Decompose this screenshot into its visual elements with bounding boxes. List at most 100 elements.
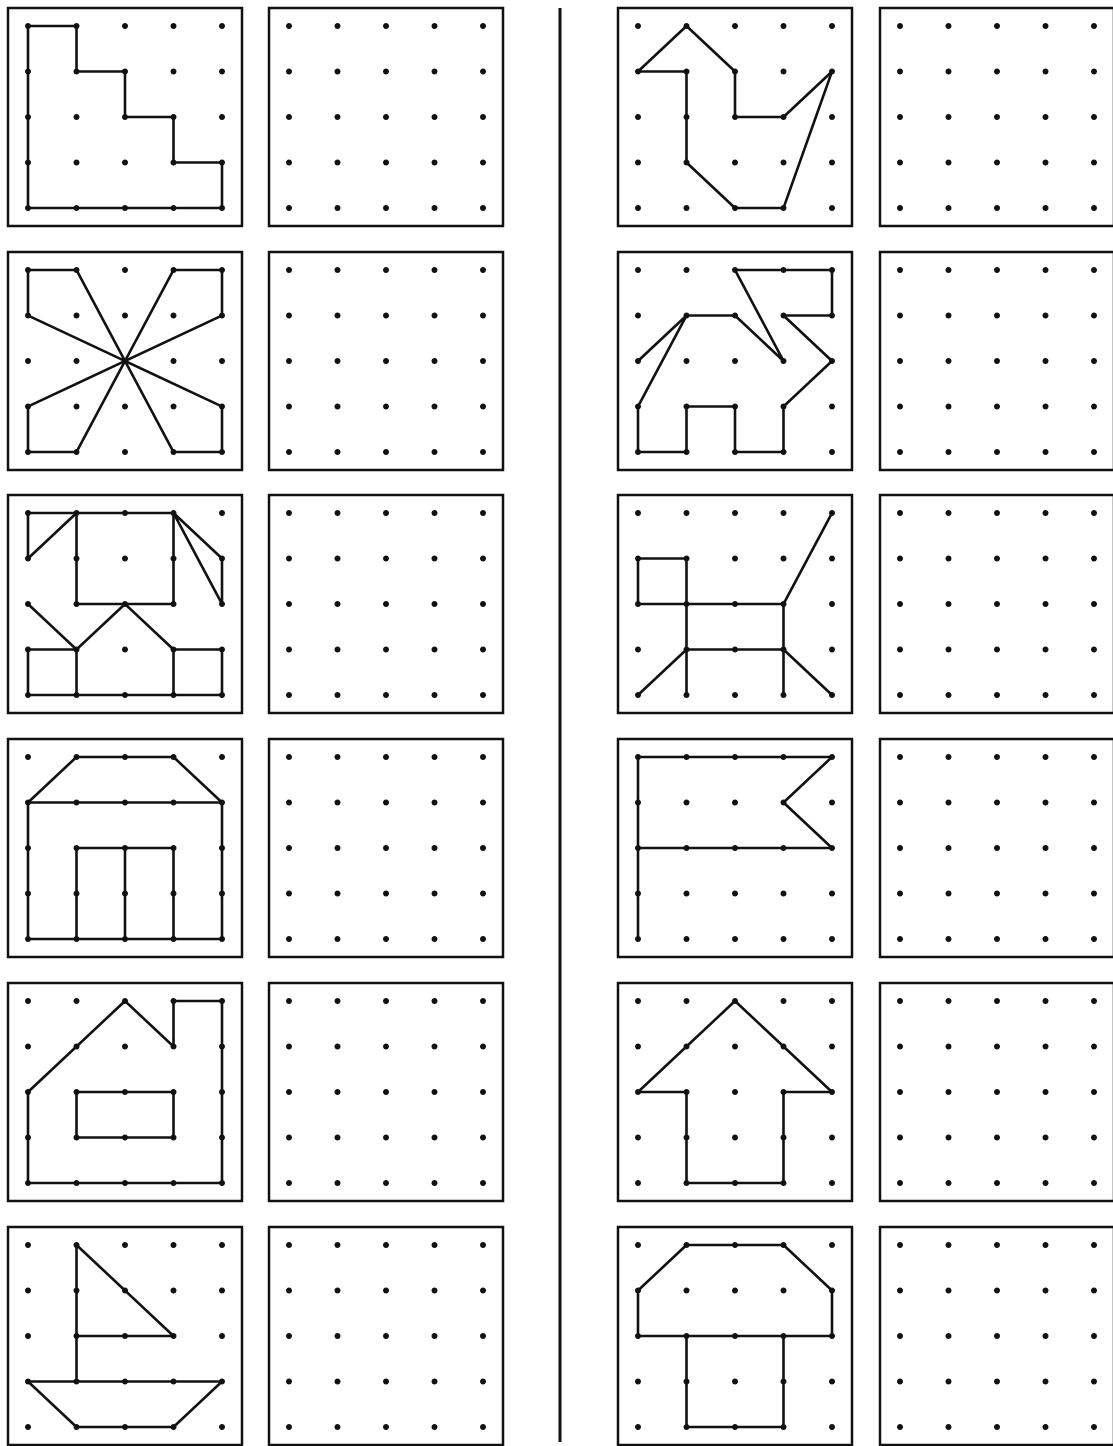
grid-dot xyxy=(122,1379,128,1385)
grid-dot xyxy=(25,404,31,410)
grid-dot xyxy=(781,1180,787,1186)
right-swan-blank-copy-panel xyxy=(880,8,1113,226)
grid-dot xyxy=(25,800,31,806)
grid-dot xyxy=(946,1089,952,1095)
grid-dot xyxy=(946,1242,952,1248)
grid-dot xyxy=(25,510,31,516)
grid-dot xyxy=(994,313,1000,319)
grid-dot xyxy=(994,800,1000,806)
grid-dot xyxy=(219,936,225,942)
grid-dot xyxy=(732,1044,738,1050)
grid-dot xyxy=(781,1333,787,1339)
grid-dot xyxy=(74,1288,80,1294)
grid-dot xyxy=(171,998,177,1004)
grid-dot xyxy=(1043,510,1049,516)
grid-dot xyxy=(25,267,31,273)
grid-dot xyxy=(897,1089,903,1095)
grid-dot xyxy=(335,160,341,166)
grid-dot xyxy=(994,510,1000,516)
grid-dot xyxy=(432,800,438,806)
grid-dot xyxy=(25,1333,31,1339)
grid-dot xyxy=(994,449,1000,455)
grid-dot xyxy=(335,800,341,806)
grid-dot xyxy=(25,1242,31,1248)
grid-dot xyxy=(335,313,341,319)
grid-dot xyxy=(286,160,292,166)
grid-dot xyxy=(219,754,225,760)
grid-dot xyxy=(829,449,835,455)
grid-dot xyxy=(1043,160,1049,166)
grid-dot xyxy=(219,647,225,653)
left-garage-model-panel xyxy=(8,739,242,957)
grid-dot xyxy=(383,1379,389,1385)
grid-dot xyxy=(732,1242,738,1248)
grid-dot xyxy=(781,891,787,897)
grid-dot xyxy=(684,114,690,120)
grid-dot xyxy=(383,1180,389,1186)
grid-dot xyxy=(432,1044,438,1050)
grid-dot xyxy=(946,1379,952,1385)
grid-dot xyxy=(286,1333,292,1339)
grid-dot xyxy=(897,1135,903,1141)
grid-dot xyxy=(122,936,128,942)
grid-dot xyxy=(74,114,80,120)
grid-dot xyxy=(74,647,80,653)
grid-dot xyxy=(219,1180,225,1186)
grid-dot xyxy=(829,114,835,120)
grid-dot xyxy=(219,692,225,698)
grid-dot xyxy=(171,754,177,760)
grid-dot xyxy=(480,556,486,562)
grid-dot xyxy=(432,404,438,410)
grid-dot xyxy=(171,1089,177,1095)
grid-dot xyxy=(383,23,389,29)
grid-dot xyxy=(829,936,835,942)
grid-dot xyxy=(286,358,292,364)
grid-dot xyxy=(897,998,903,1004)
grid-dot xyxy=(432,114,438,120)
grid-dot xyxy=(635,1288,641,1294)
grid-dot xyxy=(25,1288,31,1294)
grid-dot xyxy=(383,692,389,698)
grid-dot xyxy=(286,1424,292,1430)
grid-dot xyxy=(335,754,341,760)
grid-dot xyxy=(1091,1424,1097,1430)
grid-dot xyxy=(946,510,952,516)
grid-dot xyxy=(335,510,341,516)
grid-dot xyxy=(897,891,903,897)
grid-dot xyxy=(946,449,952,455)
grid-dot xyxy=(480,69,486,75)
grid-dot xyxy=(1043,692,1049,698)
grid-dot xyxy=(946,69,952,75)
grid-dot xyxy=(432,891,438,897)
grid-dot xyxy=(25,1135,31,1141)
grid-dot xyxy=(286,1379,292,1385)
grid-dot xyxy=(946,1135,952,1141)
grid-dot xyxy=(781,23,787,29)
grid-dot xyxy=(1091,114,1097,120)
grid-dot xyxy=(829,1424,835,1430)
grid-dot xyxy=(684,1333,690,1339)
grid-dot xyxy=(781,1424,787,1430)
grid-dot xyxy=(25,891,31,897)
grid-dot xyxy=(732,1180,738,1186)
grid-dot xyxy=(74,1044,80,1050)
grid-dot xyxy=(286,647,292,653)
grid-dot xyxy=(219,1044,225,1050)
grid-dot xyxy=(635,510,641,516)
grid-dot xyxy=(1043,1379,1049,1385)
grid-dot xyxy=(781,845,787,851)
grid-dot xyxy=(383,449,389,455)
grid-dot xyxy=(732,267,738,273)
grid-dot xyxy=(219,205,225,211)
grid-dot xyxy=(781,754,787,760)
grid-dot xyxy=(946,845,952,851)
right-camel-model-panel xyxy=(618,252,852,470)
grid-dot xyxy=(1091,1180,1097,1186)
grid-dot xyxy=(946,267,952,273)
grid-dot xyxy=(946,601,952,607)
grid-dot xyxy=(480,1242,486,1248)
grid-dot xyxy=(383,891,389,897)
grid-dot xyxy=(122,1044,128,1050)
grid-dot xyxy=(829,1242,835,1248)
grid-dot xyxy=(74,601,80,607)
